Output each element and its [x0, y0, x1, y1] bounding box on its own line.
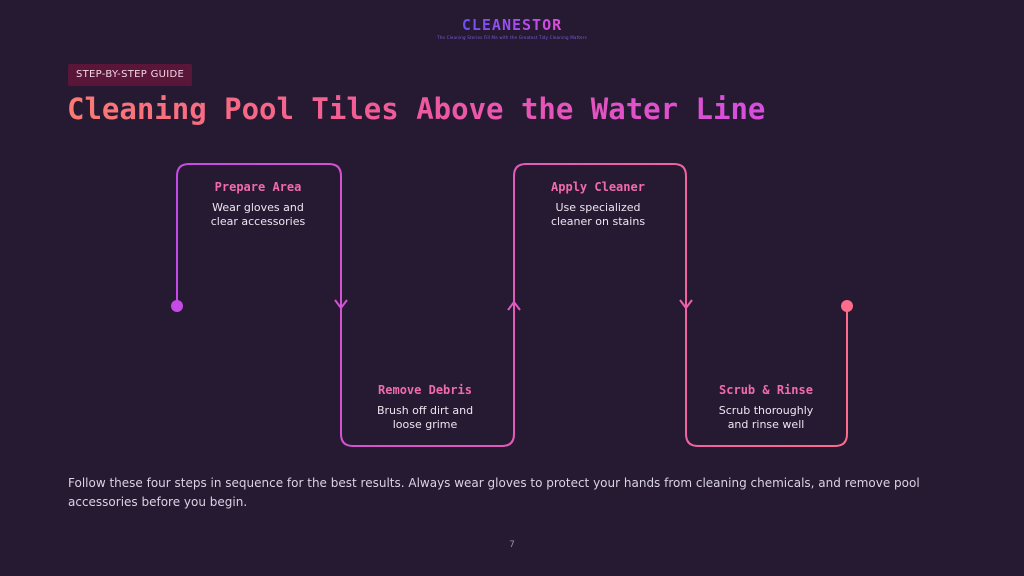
flow-connector-line	[176, 163, 848, 447]
arrow-up-icon	[507, 300, 521, 311]
step-description: Brush off dirt and loose grime	[376, 404, 474, 431]
step-description: Use specialized cleaner on stains	[550, 201, 646, 228]
footer-paragraph: Follow these four steps in sequence for …	[68, 476, 920, 509]
step-apply-cleaner: Apply Cleaner Use specialized cleaner on…	[518, 180, 678, 229]
section-badge: STEP-BY-STEP GUIDE	[68, 64, 193, 86]
step-title: Scrub & Rinse	[719, 383, 813, 397]
arrow-down-icon	[334, 299, 348, 310]
page-title: Cleaning Pool Tiles Above the Water Line	[67, 92, 766, 126]
step-scrub-rinse: Scrub & Rinse Scrub thoroughly and rinse…	[686, 383, 846, 432]
step-title: Apply Cleaner	[551, 180, 645, 194]
flow-start-dot	[171, 300, 183, 312]
brand-name: CLEANESTOR	[461, 16, 563, 34]
brand-logo: CLEANESTOR The Cleaning Stories Fill Me …	[0, 15, 1024, 40]
step-title: Remove Debris	[378, 383, 472, 397]
step-title: Prepare Area	[214, 180, 302, 194]
page-number: 7	[509, 540, 515, 550]
brand-tagline: The Cleaning Stories Fill Me with the Gr…	[437, 35, 587, 40]
flow-end-dot	[841, 300, 853, 312]
arrow-down-icon	[679, 299, 693, 310]
step-prepare-area: Prepare Area Wear gloves and clear acces…	[178, 180, 338, 229]
step-remove-debris: Remove Debris Brush off dirt and loose g…	[345, 383, 505, 432]
step-description: Scrub thoroughly and rinse well	[718, 404, 814, 431]
step-description: Wear gloves and clear accessories	[210, 201, 306, 228]
